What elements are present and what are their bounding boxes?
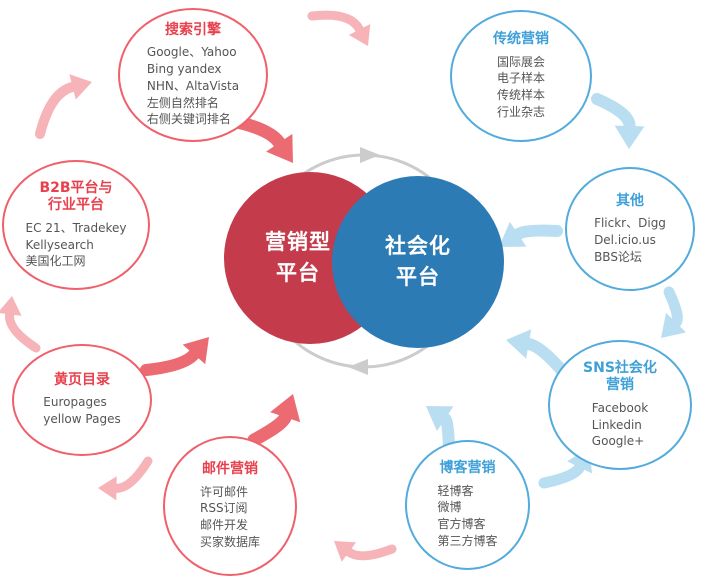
node-item: 美国化工网 (25, 254, 86, 269)
node-item: Flickr、Digg (594, 216, 666, 231)
node-item: Bing yandex (146, 62, 222, 77)
node-items: 轻博客 微博 官方博客 第三方博客 (437, 483, 497, 550)
node-item: 轻博客 (437, 483, 474, 498)
node-item: Del.icio.us (594, 232, 656, 247)
center-circle-social-platform: 社会化 平台 (332, 176, 504, 348)
node-items: 国际展会 电子样本 传统样本 行业杂志 (497, 54, 545, 121)
node-item: 左侧自然排名 (146, 95, 219, 110)
node-items: EC 21、Tradekey Kellysearch 美国化工网 (26, 220, 127, 270)
node-item: 官方博客 (437, 517, 486, 532)
node-item: EC 21、Tradekey (25, 220, 127, 235)
node-item: 行业杂志 (496, 105, 545, 120)
node-item: yellow Pages (43, 412, 121, 427)
center-label-social: 社会化 平台 (385, 233, 451, 290)
node-item: 右侧关键词排名 (146, 112, 231, 127)
node-yellow-pages: 黄页目录 Europages yellow Pages (12, 344, 152, 456)
node-title: 传统营销 (493, 31, 549, 48)
node-title: B2B平台与 行业平台 (39, 179, 113, 214)
node-title: 邮件营销 (202, 461, 258, 478)
node-title: 搜索引擎 (165, 21, 221, 38)
node-blog-marketing: 博客营销 轻博客 微博 官方博客 第三方博客 (405, 440, 530, 570)
node-traditional-marketing: 传统营销 国际展会 电子样本 传统样本 行业杂志 (450, 10, 592, 142)
node-title: 黄页目录 (54, 371, 110, 388)
node-item: 传统样本 (496, 88, 545, 103)
node-item: 国际展会 (496, 54, 545, 69)
node-item: 第三方博客 (437, 534, 498, 549)
node-title: SNS社会化 营销 (583, 359, 657, 394)
node-item: 邮件开发 (199, 518, 248, 533)
node-item: Facebook (591, 400, 649, 415)
node-item: Google、Yahoo (146, 45, 237, 60)
center-label-marketing: 营销型 平台 (265, 229, 331, 286)
node-sns-social-marketing: SNS社会化 营销 Facebook Linkedin Google+ (548, 340, 692, 470)
node-item: RSS订阅 (199, 501, 248, 516)
node-item: 买家数据库 (199, 535, 260, 550)
node-item: Linkedin (591, 417, 642, 432)
node-items: Flickr、Digg Del.icio.us BBS论坛 (594, 215, 666, 265)
node-item: 电子样本 (496, 71, 545, 86)
node-title: 博客营销 (439, 460, 496, 477)
node-items: Google、Yahoo Bing yandex NHN、AltaVista 左… (147, 44, 239, 128)
node-email-marketing: 邮件营销 许可邮件 RSS订阅 邮件开发 买家数据库 (163, 436, 297, 576)
node-items: 许可邮件 RSS订阅 邮件开发 买家数据库 (200, 484, 260, 551)
node-b2b-platforms: B2B平台与 行业平台 EC 21、Tradekey Kellysearch 美… (2, 160, 150, 290)
node-other: 其他 Flickr、Digg Del.icio.us BBS论坛 (565, 167, 695, 291)
node-items: Facebook Linkedin Google+ (592, 400, 648, 450)
node-item: NHN、AltaVista (146, 78, 240, 93)
node-item: Google+ (591, 434, 645, 449)
node-item: 许可邮件 (199, 484, 248, 499)
node-item: Kellysearch (25, 237, 94, 252)
node-item: BBS论坛 (594, 249, 642, 264)
node-items: Europages yellow Pages (43, 394, 120, 428)
node-item: 微博 (437, 500, 462, 515)
node-search-engines: 搜索引擎 Google、Yahoo Bing yandex NHN、AltaVi… (118, 8, 268, 142)
node-title: 其他 (616, 192, 644, 209)
node-item: Europages (43, 395, 107, 410)
